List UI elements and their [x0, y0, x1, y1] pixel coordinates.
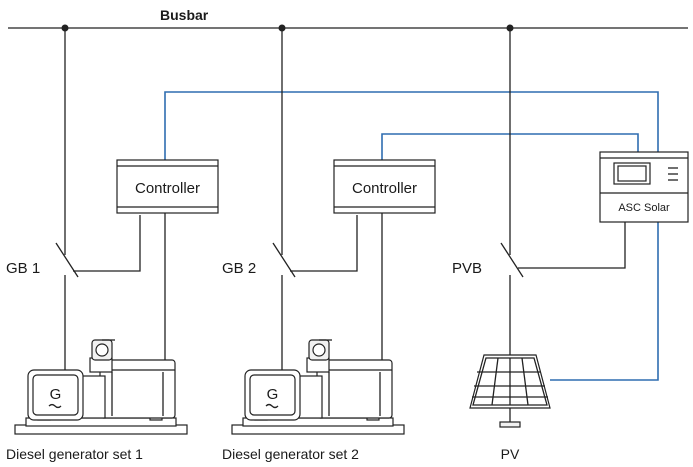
diesel-generator-set-1: G — [14, 339, 188, 435]
generator-1-symbol: G — [50, 386, 62, 403]
controller-1-label: Controller — [135, 180, 200, 197]
controller-1: Controller — [116, 159, 219, 214]
genset-1-label: Diesel generator set 1 — [6, 446, 143, 462]
comm-line-controller1 — [164, 91, 659, 381]
pv-label: PV — [501, 446, 520, 462]
pv-panel — [469, 354, 551, 428]
busbar-label: Busbar — [160, 7, 209, 23]
controller-2-label: Controller — [352, 180, 417, 197]
controller-2: Controller — [333, 159, 436, 214]
asc-solar-label: ASC Solar — [618, 202, 670, 214]
genset-2-label: Diesel generator set 2 — [222, 446, 359, 462]
gb2-switch-blade — [272, 242, 296, 278]
gb1-label: GB 1 — [6, 260, 40, 277]
gb1-switch-blade — [55, 242, 79, 278]
pvb-label: PVB — [452, 260, 482, 277]
pvb-control-wire — [518, 222, 626, 269]
generator-2-symbol: G — [267, 386, 279, 403]
gb1-control-wire — [73, 215, 141, 272]
gb2-control-wire — [290, 215, 358, 272]
pvb-switch-blade — [500, 242, 524, 278]
diesel-generator-set-2: G — [231, 339, 405, 435]
asc-solar-controller: ASC Solar — [599, 151, 689, 223]
gb2-label: GB 2 — [222, 260, 256, 277]
